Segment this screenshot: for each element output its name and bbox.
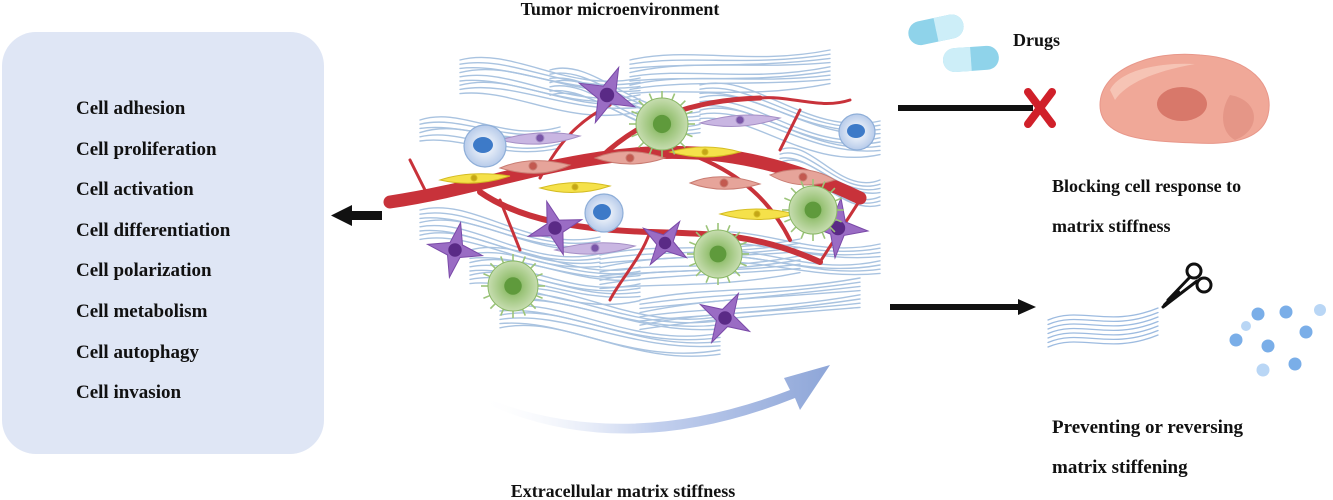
stiffness-curve-arrow [478,365,830,434]
cell-function-list: Cell adhesion Cell proliferation Cell ac… [76,93,230,418]
cell-function-item: Cell proliferation [76,138,217,160]
cell-function-item: Cell metabolism [76,300,208,322]
cell-function-item: Cell activation [76,179,194,201]
left-arrow [331,205,382,226]
spiky-cells-green [481,91,844,318]
cell-function-item: Cell polarization [76,260,212,282]
right-arrow [890,299,1036,315]
drug-block-line [898,105,1033,111]
cell-function-item: Cell invasion [76,382,182,404]
cell-function-item: Cell differentiation [76,219,231,241]
cell-function-item: Cell adhesion [76,98,186,119]
strategy-2-line2: matrix stiffening [1052,457,1188,478]
cut-fiber-bundle [1047,307,1159,348]
cell-function-item: Cell autophagy [76,341,199,363]
cell-function-panel [2,32,324,454]
bottom-label: Extracellular matrix stiffness [511,481,736,500]
fibroblast-cells [498,151,837,190]
degraded-particles [1229,304,1326,377]
scissors-icon [1161,262,1213,309]
spindle-cells-lavender [498,114,782,255]
strategy-2-line1: Preventing or reversing [1052,417,1244,438]
block-x-icon [1024,88,1056,128]
round-cells-blue [463,113,876,233]
spindle-cells-yellow [438,146,797,220]
drugs-label: Drugs [1013,30,1060,50]
pill-icon [908,14,999,73]
target-cell-icon [1099,53,1270,144]
stellate-cells-purple [425,65,870,345]
diagram-title: Tumor microenvironment [521,0,720,19]
strategy-1-line1: Blocking cell response to [1052,176,1241,196]
strategy-1-line2: matrix stiffness [1052,216,1170,236]
